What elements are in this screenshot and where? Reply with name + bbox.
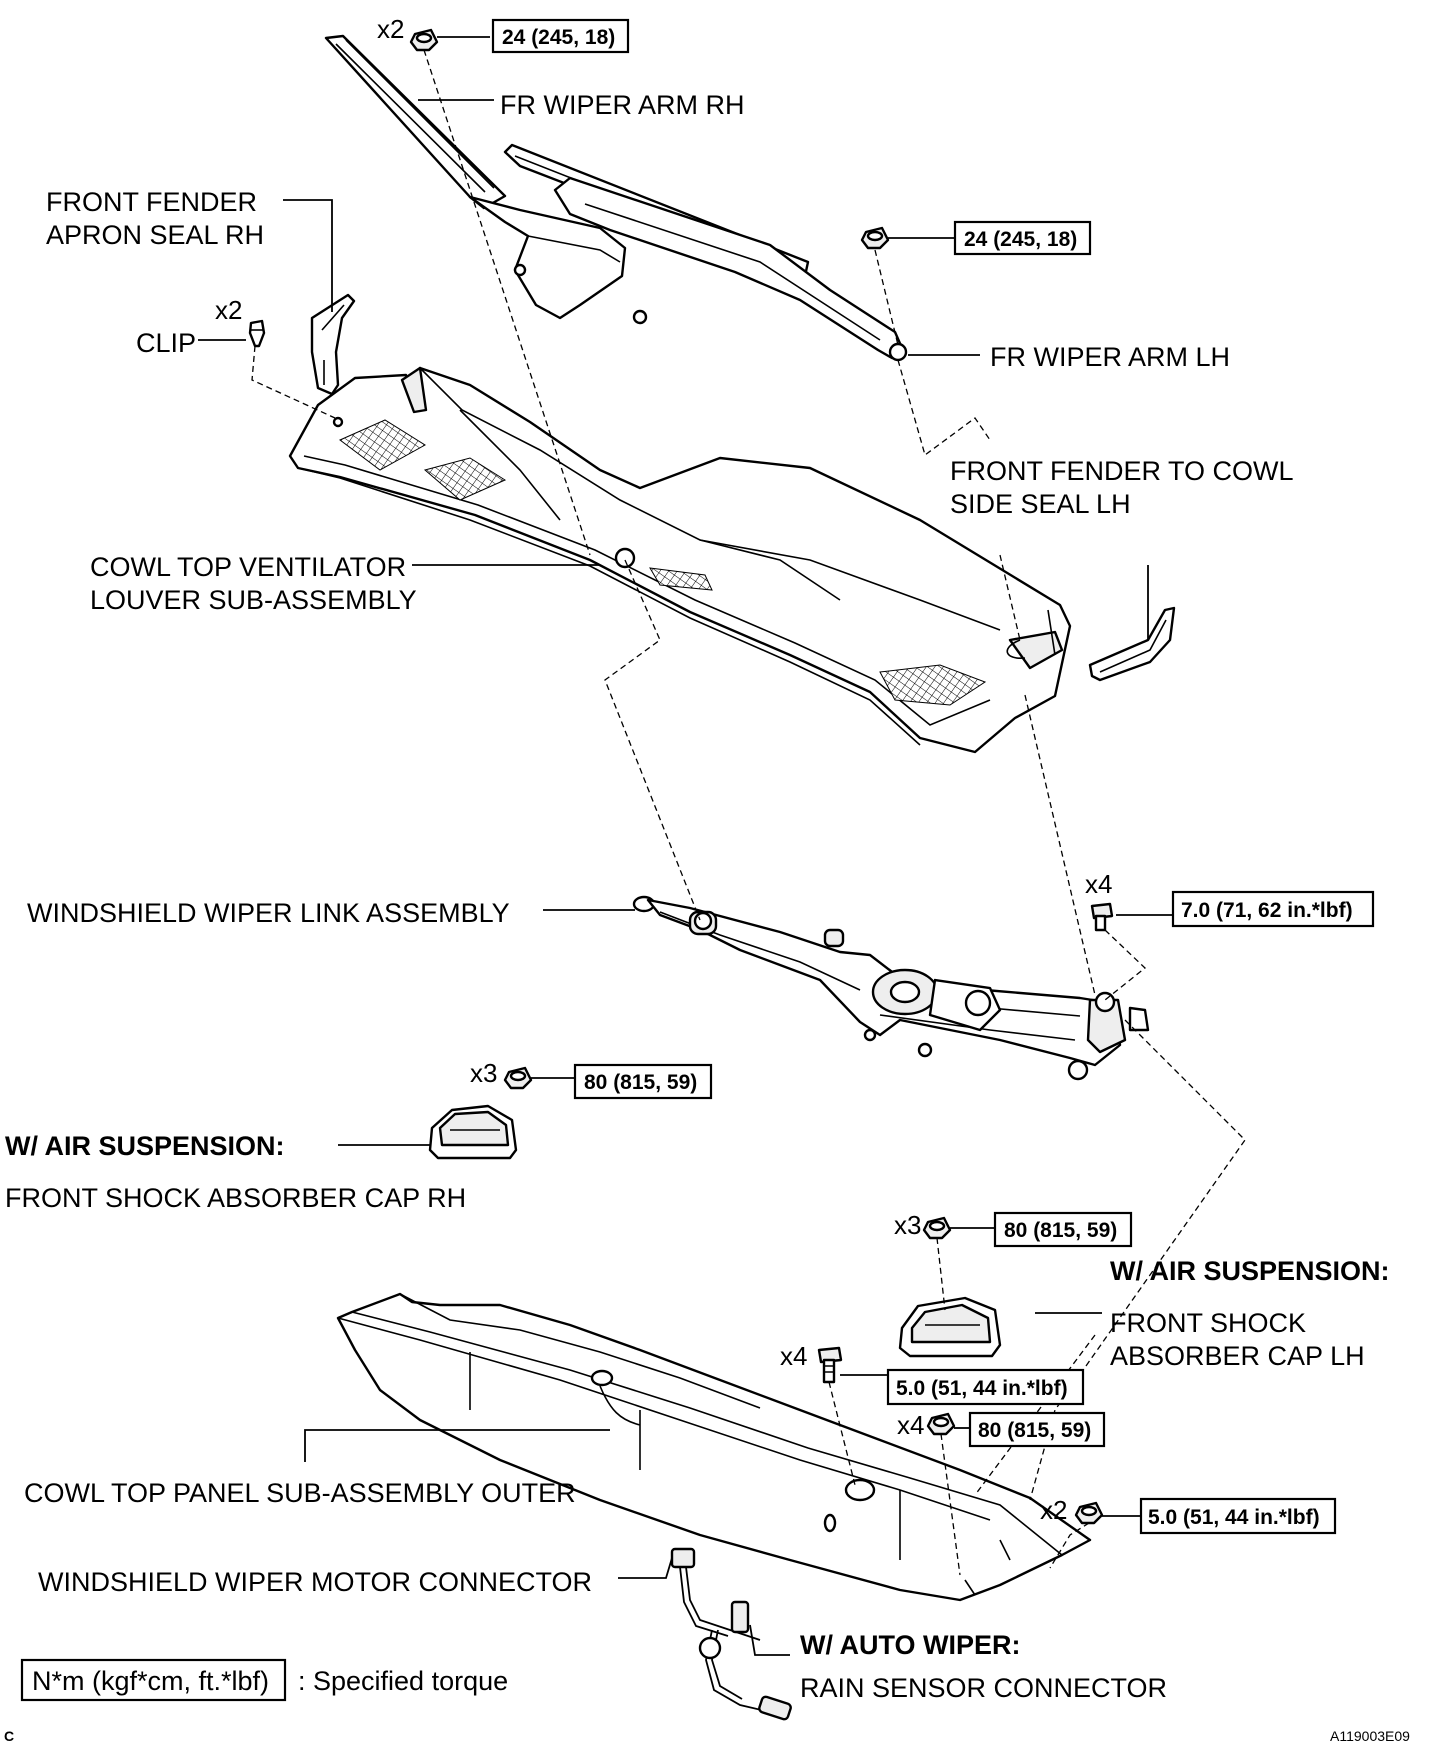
- label-louver-sub-assembly: LOUVER SUB-ASSEMBLY: [90, 585, 417, 615]
- cowl-top-ventilator-louver: [288, 366, 1072, 754]
- fastener-nut-5: [922, 1216, 952, 1240]
- legend-meaning: : Specified torque: [298, 1666, 508, 1696]
- wiper-motor-connector-harness: [670, 1547, 792, 1721]
- legend-unit: N*m (kgf*cm, ft.*lbf): [32, 1666, 269, 1696]
- torque-box-1: 24 (245, 18): [491, 18, 630, 54]
- qty-marker-5: x3: [894, 1210, 921, 1240]
- torque-value-3: 7.0 (71, 62 in.*lbf): [1181, 899, 1353, 922]
- qty-marker-3: x4: [1085, 869, 1112, 899]
- label-w-auto-wiper: W/ AUTO WIPER:: [800, 1630, 1020, 1660]
- label-windshield-wiper-link-assembly: WINDSHIELD WIPER LINK ASSEMBLY: [27, 898, 510, 928]
- fr-wiper-arm-rh: [324, 34, 648, 325]
- fastener-nut-4: [503, 1066, 533, 1090]
- qty-marker-2: x2: [215, 295, 242, 325]
- label-front-shock: FRONT SHOCK: [1110, 1308, 1306, 1338]
- label-fr-wiper-arm-rh: FR WIPER ARM RH: [500, 90, 745, 120]
- qty-marker-4: x3: [470, 1058, 497, 1088]
- qty-marker-8: x2: [1040, 1495, 1067, 1525]
- label-fr-wiper-arm-lh: FR WIPER ARM LH: [990, 342, 1230, 372]
- label-front-shock-absorber-cap-rh: FRONT SHOCK ABSORBER CAP RH: [5, 1183, 466, 1213]
- fr-wiper-arm-lh: [503, 143, 908, 362]
- torque-value-7: 80 (815, 59): [978, 1419, 1091, 1442]
- torque-box-2: 24 (245, 18): [953, 220, 1092, 256]
- fastener-bolt-6: [817, 1346, 843, 1384]
- label-clip: CLIP: [136, 328, 196, 358]
- torque-value-6: 5.0 (51, 44 in.*lbf): [896, 1377, 1068, 1400]
- label-apron-seal-rh: APRON SEAL RH: [46, 220, 264, 250]
- torque-value-5: 80 (815, 59): [1004, 1219, 1117, 1242]
- torque-box-8: 5.0 (51, 44 in.*lbf): [1139, 1497, 1337, 1535]
- label-cowl-top-panel-sub-assembly-outer: COWL TOP PANEL SUB-ASSEMBLY OUTER: [24, 1478, 576, 1508]
- label-front-fender-to-cowl: FRONT FENDER TO COWL: [950, 456, 1294, 486]
- qty-marker-7: x4: [897, 1410, 924, 1440]
- front-fender-apron-seal-rh: [310, 293, 356, 396]
- label-side-seal-lh: SIDE SEAL LH: [950, 489, 1131, 519]
- fastener-nut-2: [860, 226, 890, 250]
- torque-value-8: 5.0 (51, 44 in.*lbf): [1148, 1506, 1320, 1529]
- fastener-nut-7: [926, 1412, 956, 1436]
- clip: [248, 319, 266, 348]
- label-w-air-suspension-lh: W/ AIR SUSPENSION:: [1110, 1256, 1390, 1286]
- leader-lines: [198, 36, 1173, 1656]
- torque-box-5: 80 (815, 59): [993, 1211, 1133, 1248]
- fastener-bolt-3: [1090, 902, 1114, 932]
- fastener-nut-8: [1074, 1501, 1104, 1525]
- label-windshield-wiper-motor-connector: WINDSHIELD WIPER MOTOR CONNECTOR: [38, 1567, 592, 1597]
- torque-box-4: 80 (815, 59): [573, 1063, 713, 1100]
- windshield-wiper-link-assembly: [632, 895, 1150, 1081]
- torque-box-6: 5.0 (51, 44 in.*lbf): [886, 1368, 1085, 1406]
- label-cowl-top-ventilator: COWL TOP VENTILATOR: [90, 552, 406, 582]
- front-shock-absorber-cap-lh: [898, 1296, 1002, 1358]
- corner-letter: C: [4, 1728, 14, 1744]
- torque-value-2: 24 (245, 18): [964, 228, 1077, 251]
- label-absorber-cap-lh: ABSORBER CAP LH: [1110, 1341, 1365, 1371]
- fastener-nut-1: [409, 28, 439, 52]
- front-shock-absorber-cap-rh: [428, 1104, 518, 1160]
- figure-id: A119003E09: [1330, 1728, 1410, 1744]
- torque-value-1: 24 (245, 18): [502, 26, 615, 49]
- torque-box-3: 7.0 (71, 62 in.*lbf): [1171, 890, 1375, 928]
- torque-box-7: 80 (815, 59): [968, 1411, 1106, 1448]
- front-fender-to-cowl-side-seal-lh: [1088, 606, 1176, 682]
- torque-legend: N*m (kgf*cm, ft.*lbf) : Specified torque: [20, 1658, 508, 1702]
- label-rain-sensor-connector: RAIN SENSOR CONNECTOR: [800, 1673, 1167, 1703]
- qty-marker-1: x2: [377, 14, 404, 44]
- label-w-air-suspension-rh: W/ AIR SUSPENSION:: [5, 1131, 285, 1161]
- torque-value-4: 80 (815, 59): [584, 1071, 697, 1094]
- qty-marker-6: x4: [780, 1341, 807, 1371]
- label-front-fender: FRONT FENDER: [46, 187, 257, 217]
- cowl-top-panel-sub-assembly-outer: [336, 1292, 1092, 1602]
